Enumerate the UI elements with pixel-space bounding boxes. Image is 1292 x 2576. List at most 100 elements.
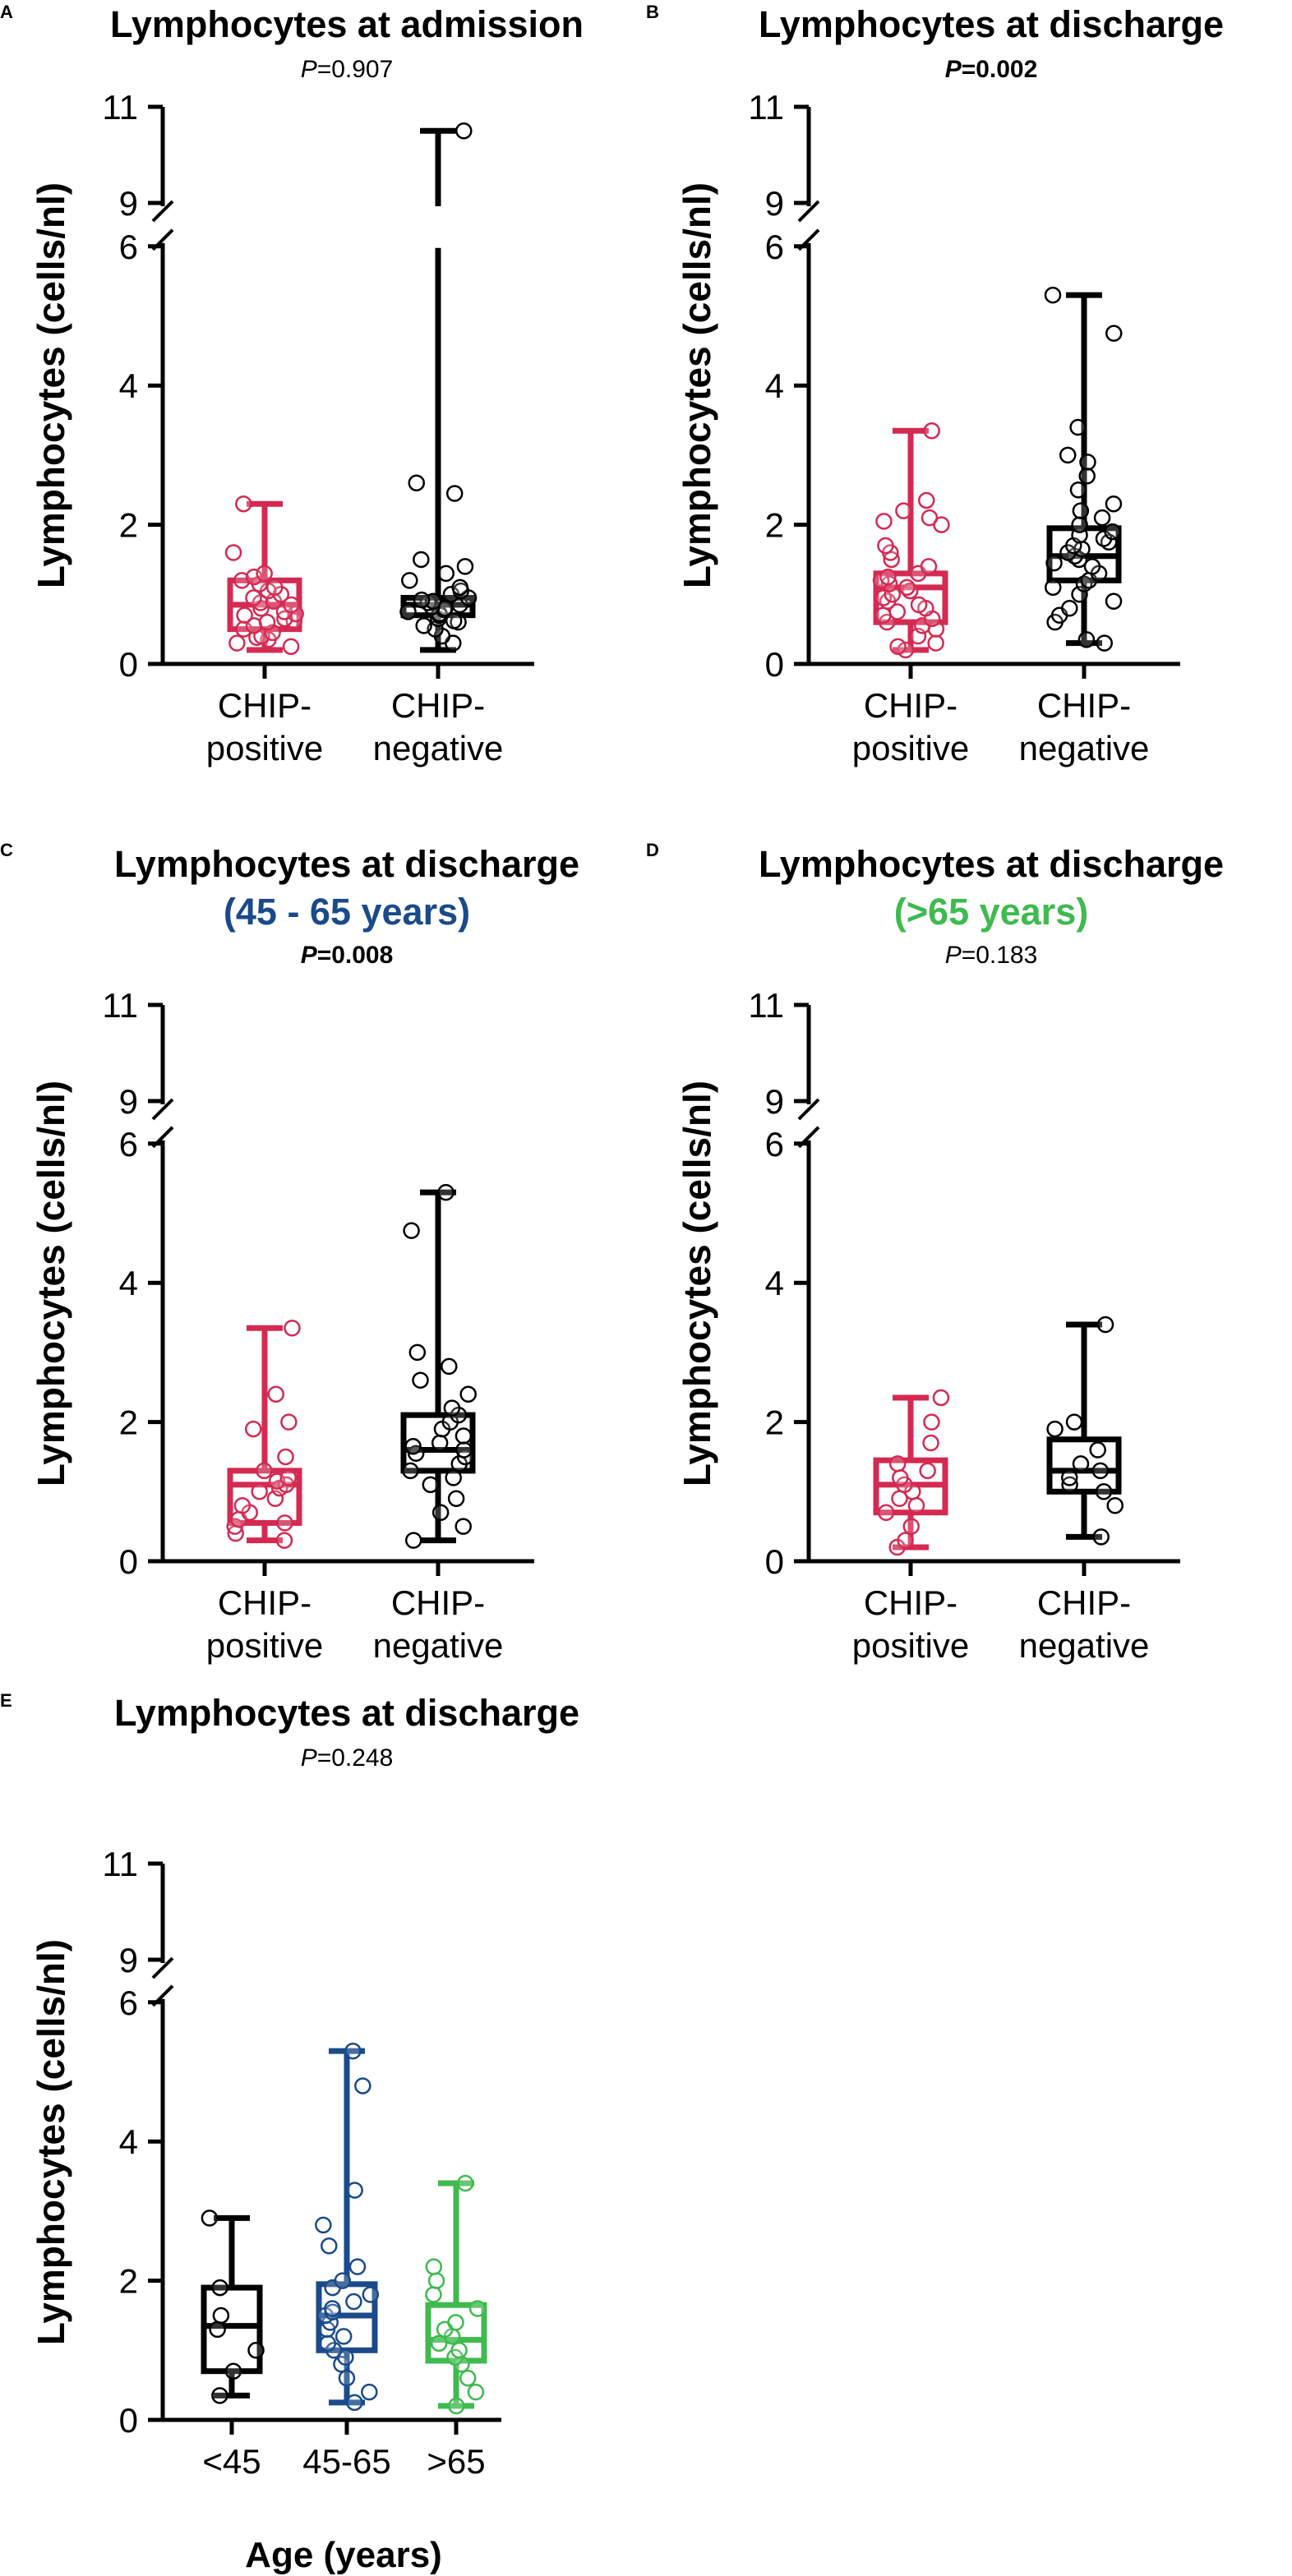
x-category-label: CHIP- xyxy=(864,686,957,725)
y-tick-label: 9 xyxy=(765,1082,784,1121)
data-point xyxy=(877,537,894,555)
data-point xyxy=(1069,482,1087,499)
data-point xyxy=(879,568,897,586)
data-point xyxy=(450,2342,468,2359)
box-group: CHIP-positive xyxy=(852,1389,969,1665)
data-point xyxy=(1105,592,1123,611)
data-point xyxy=(425,2286,442,2303)
y-tick-label: 2 xyxy=(765,1403,784,1442)
data-point xyxy=(1096,1316,1114,1334)
data-point xyxy=(324,2300,341,2317)
data-point xyxy=(917,491,935,509)
data-point xyxy=(319,2334,337,2353)
p-value: P=0.248 xyxy=(301,1744,394,1772)
data-point xyxy=(921,509,939,527)
data-point xyxy=(922,1434,939,1452)
box-iqr xyxy=(201,2284,263,2375)
data-point xyxy=(923,1413,940,1431)
data-point xyxy=(315,2216,332,2234)
data-point xyxy=(1077,631,1096,648)
data-point xyxy=(437,565,455,583)
data-point xyxy=(258,613,276,631)
chart-subtitle: (>65 years) xyxy=(893,891,1089,933)
data-point xyxy=(430,2334,448,2353)
y-tick-label: 0 xyxy=(119,1542,138,1581)
data-point xyxy=(1096,634,1113,652)
data-point xyxy=(895,502,912,519)
data-point xyxy=(224,2362,242,2380)
x-category-label: CHIP- xyxy=(1037,686,1131,725)
p-symbol: P xyxy=(300,56,317,83)
x-category-label: 45-65 xyxy=(302,2442,390,2481)
data-point xyxy=(1092,1528,1110,1546)
axis-break-mark xyxy=(151,1956,174,1979)
data-point xyxy=(1104,523,1121,541)
box-group: CHIP-negative xyxy=(373,1183,504,1665)
data-point xyxy=(244,1420,262,1438)
panel-label: A xyxy=(0,2,13,22)
data-point xyxy=(877,1504,895,1521)
data-point xyxy=(437,1183,455,1201)
data-point xyxy=(267,1385,284,1403)
box-iqr xyxy=(227,1468,302,1526)
data-point xyxy=(1065,1413,1083,1431)
data-point xyxy=(456,2174,474,2192)
p-value-number: =0.002 xyxy=(961,56,1038,83)
data-point xyxy=(334,2272,352,2289)
data-point xyxy=(412,1371,429,1389)
y-tick-label: 2 xyxy=(119,2262,138,2301)
y-tick-label: 11 xyxy=(102,1845,138,1883)
data-point xyxy=(201,2210,219,2227)
data-point xyxy=(1044,578,1062,597)
data-point xyxy=(897,1532,914,1549)
data-point xyxy=(875,513,893,530)
data-point xyxy=(345,2293,362,2311)
y-tick-label: 4 xyxy=(765,366,784,405)
data-point xyxy=(447,1490,465,1508)
data-point xyxy=(448,2397,465,2415)
data-point xyxy=(344,2042,362,2060)
x-category-label: CHIP- xyxy=(391,1583,485,1622)
data-point xyxy=(927,634,944,652)
data-point xyxy=(1059,446,1077,464)
chart-title: Lymphocytes at discharge xyxy=(758,843,1225,885)
data-point xyxy=(251,1483,268,1500)
y-tick-label: 6 xyxy=(119,1125,138,1164)
data-point xyxy=(256,565,273,583)
x-category-label: negative xyxy=(373,1626,504,1665)
box-iqr xyxy=(400,1412,476,1474)
data-point xyxy=(1061,599,1078,617)
data-point xyxy=(923,422,940,440)
y-tick-label: 4 xyxy=(119,366,138,405)
data-point xyxy=(361,2383,378,2401)
data-point xyxy=(236,606,253,624)
x-category-label: negative xyxy=(1019,1626,1150,1665)
data-point xyxy=(1095,1483,1113,1500)
data-point xyxy=(408,474,426,492)
x-category-label: CHIP- xyxy=(1037,1583,1131,1622)
data-point xyxy=(467,2383,485,2401)
data-point xyxy=(1083,558,1101,575)
axis-break-mark xyxy=(151,1098,174,1121)
data-point xyxy=(889,638,907,656)
data-point xyxy=(1078,468,1096,485)
p-symbol: P xyxy=(944,942,962,969)
data-point xyxy=(932,1389,950,1407)
data-point xyxy=(443,1399,461,1417)
data-point xyxy=(233,572,251,589)
box-group: CHIP-negative xyxy=(373,122,503,767)
panel-label: B xyxy=(646,2,659,22)
data-point xyxy=(1105,495,1123,513)
data-point xyxy=(415,617,432,634)
y-tick-label: 2 xyxy=(119,506,138,545)
data-point xyxy=(283,596,300,614)
data-point xyxy=(456,558,474,575)
data-point xyxy=(1093,509,1111,527)
panel-label: D xyxy=(646,840,659,860)
axis-break-mark xyxy=(797,1098,820,1121)
data-point xyxy=(907,1496,925,1514)
y-tick-label: 0 xyxy=(119,2401,138,2440)
